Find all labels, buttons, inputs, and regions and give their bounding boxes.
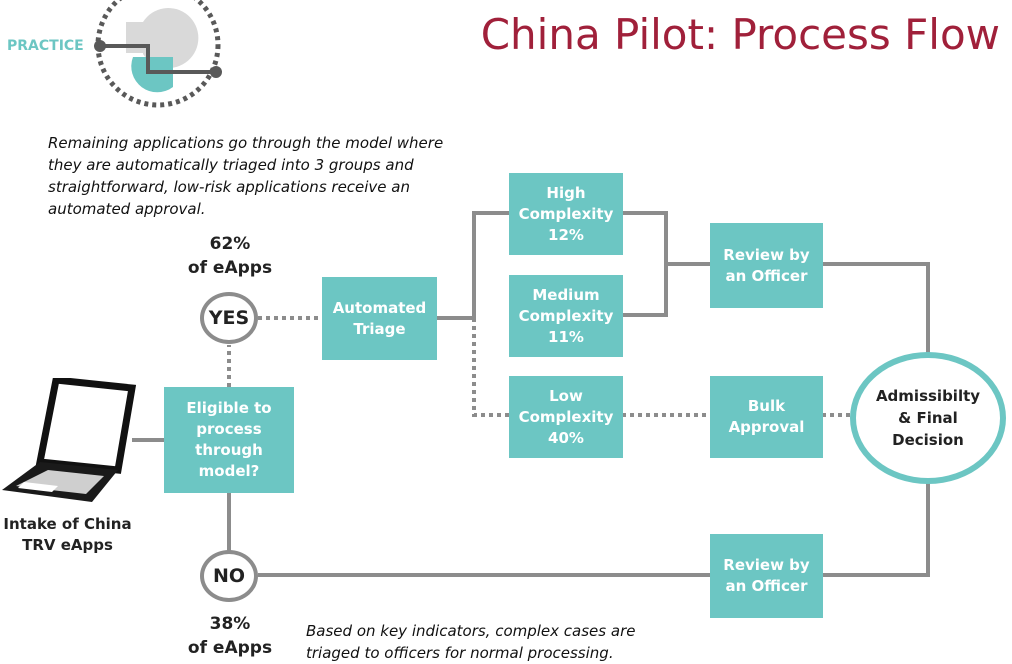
final-line: & Final <box>898 409 958 427</box>
medium-line: Medium <box>532 285 600 304</box>
no-node: NO <box>200 550 258 602</box>
bottom-note-line: triaged to officers for normal processin… <box>306 644 614 662</box>
bottom-note-line: Based on key indicators, complex cases a… <box>306 622 636 640</box>
page-title: China Pilot: Process Flow <box>480 10 1000 59</box>
connector-high-medium-join <box>622 211 668 317</box>
no-pct-sub: of eApps <box>187 638 273 658</box>
yes-node: YES <box>200 292 258 344</box>
practice-label: PRACTICE <box>7 38 84 54</box>
high-line: High <box>546 183 586 202</box>
eligible-box: Eligible to process through model? <box>164 387 294 493</box>
top-note-line: Remaining applications go through the mo… <box>48 134 444 152</box>
intake-line: TRV eApps <box>22 536 113 554</box>
intake-line: Intake of China <box>3 515 132 533</box>
no-label: NO <box>212 565 246 587</box>
top-note: Remaining applications go through the mo… <box>48 132 468 220</box>
eligible-line: process <box>196 420 262 438</box>
eligible-line: Eligible to <box>186 399 272 417</box>
review-officer-top-box: Review by an Officer <box>710 223 823 308</box>
bottom-note: Based on key indicators, complex cases a… <box>306 620 706 664</box>
low-line: 40% <box>548 428 584 447</box>
connector-review-final-bottom <box>822 480 930 577</box>
connector-review-final-top <box>822 262 930 356</box>
final-line: Decision <box>892 431 964 449</box>
high-complexity-box: High Complexity 12% <box>509 173 623 255</box>
bulk-approval-box: Bulk Approval <box>710 376 823 458</box>
review-top-line: an Officer <box>725 266 808 285</box>
low-line: Low <box>549 386 583 405</box>
yes-pct-sub: of eApps <box>187 258 273 278</box>
triage-line: Automated <box>332 298 427 317</box>
bulk-line: Bulk <box>747 397 786 415</box>
connector-branch-high <box>472 211 509 318</box>
intake-label: Intake of China TRV eApps <box>0 514 135 556</box>
low-line: Complexity <box>518 407 614 426</box>
no-pct-value: 38% <box>209 614 251 634</box>
review-bottom-line: an Officer <box>725 577 808 595</box>
triage-line: Triage <box>353 319 406 338</box>
top-note-line: they are automatically triaged into 3 gr… <box>48 156 414 174</box>
yes-percentage: 62% of eApps <box>180 232 280 280</box>
triage-box: Automated Triage <box>322 277 437 360</box>
connector-branch-low <box>472 318 509 417</box>
medium-complexity-box: Medium Complexity 11% <box>509 275 623 357</box>
high-line: 12% <box>548 225 584 244</box>
laptop-icon <box>2 378 136 502</box>
medium-line: 11% <box>548 327 584 346</box>
review-bottom-line: Review by <box>723 556 810 574</box>
review-top-line: Review by <box>723 245 810 264</box>
final-decision-node: Admissibilty & Final Decision <box>850 352 1006 484</box>
final-line: Admissibilty <box>875 387 981 405</box>
high-line: Complexity <box>518 204 614 223</box>
yes-pct-value: 62% <box>209 234 251 254</box>
top-note-line: automated approval. <box>48 200 206 218</box>
low-complexity-box: Low Complexity 40% <box>509 376 623 458</box>
practice-cycle-icon <box>94 0 222 108</box>
no-percentage: 38% of eApps <box>180 612 280 660</box>
review-officer-bottom-box: Review by an Officer <box>710 534 823 618</box>
eligible-line: model? <box>198 462 260 480</box>
medium-line: Complexity <box>518 306 614 325</box>
yes-label: YES <box>208 307 250 329</box>
eligible-line: through <box>195 441 263 459</box>
bulk-line: Approval <box>728 418 805 436</box>
top-note-line: straightforward, low-risk applications r… <box>48 178 411 196</box>
